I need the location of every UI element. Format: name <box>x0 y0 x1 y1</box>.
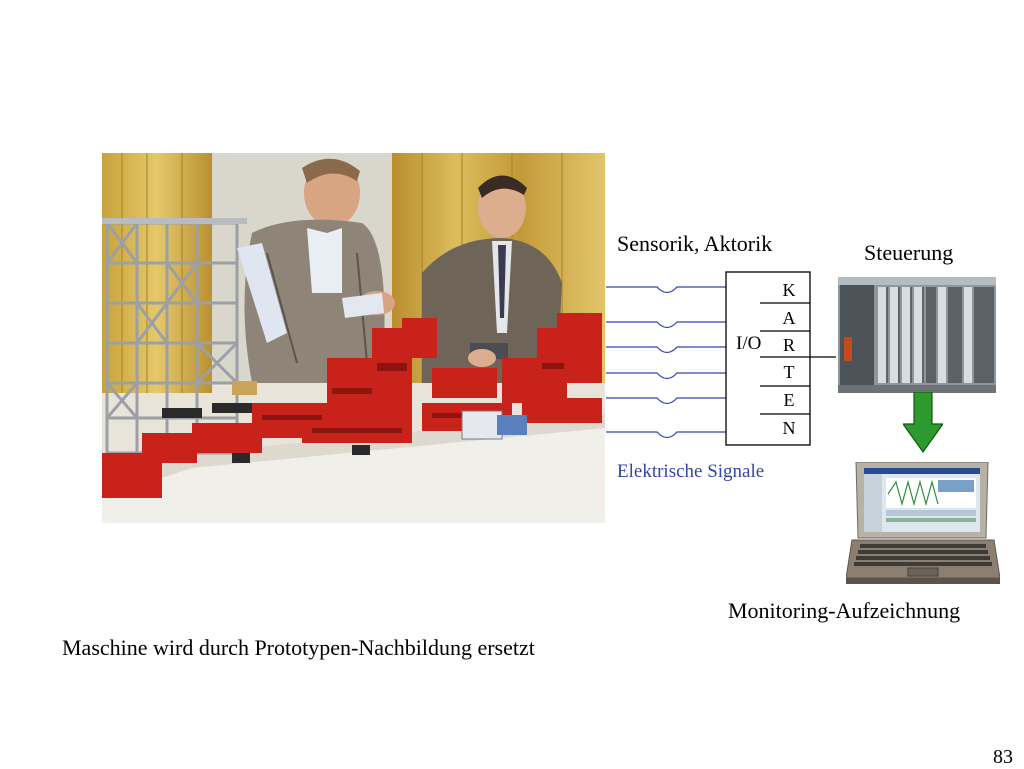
signal-line-1 <box>606 286 726 294</box>
card-letter-n: N <box>782 418 796 438</box>
card-letter-a: A <box>782 308 796 328</box>
page-number: 83 <box>993 746 1013 768</box>
signal-lines <box>606 286 726 439</box>
io-card-box <box>725 271 811 446</box>
elektrische-signale-label: Elektrische Signale <box>617 461 765 482</box>
signal-diagram <box>606 271 836 446</box>
io-label: I/O <box>736 333 762 354</box>
monitoring-label: Monitoring-Aufzeichnung <box>728 598 961 623</box>
plc-controller-image <box>838 277 996 393</box>
steuerung-label: Steuerung <box>864 240 954 265</box>
signal-line-5 <box>606 397 726 405</box>
signal-line-2 <box>606 321 726 329</box>
card-letter-r: R <box>782 335 795 355</box>
caption-text: Maschine wird durch Prototypen-Nachbildu… <box>62 635 535 660</box>
card-letter-t: T <box>783 362 795 382</box>
signal-line-3 <box>606 346 726 354</box>
signal-line-4 <box>606 372 726 380</box>
down-arrow-icon <box>903 392 943 454</box>
prototype-photo <box>102 153 605 523</box>
card-letter-k: K <box>782 280 796 300</box>
laptop-monitoring-image <box>846 462 1000 584</box>
card-letter-e: E <box>783 390 795 410</box>
signal-line-6 <box>606 431 726 439</box>
sensorik-aktorik-label: Sensorik, Aktorik <box>617 231 773 256</box>
